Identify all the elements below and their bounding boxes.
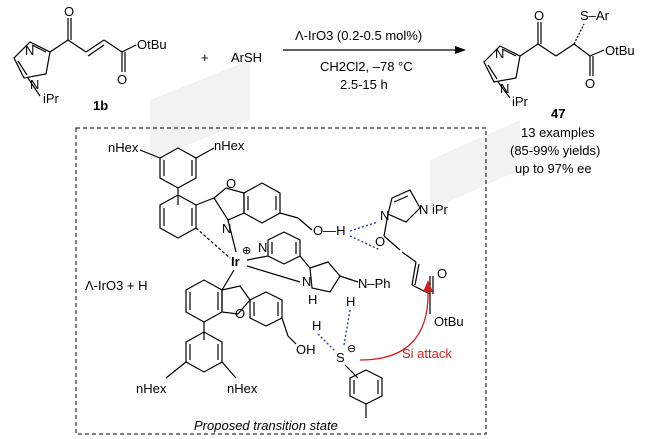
ts-nhph: N–Ph (358, 276, 391, 291)
ts-otbu: OtBu (434, 314, 464, 329)
o-atom: O (64, 4, 74, 19)
reactant-label: 1b (93, 98, 108, 113)
catalyst-label: Λ-IrO3 + H (85, 278, 148, 293)
nhex-label: nHex (136, 381, 167, 396)
ts-box (75, 127, 487, 435)
reactant-n-sub: iPr (43, 91, 60, 106)
product-yields: (85-99% yields) (510, 143, 600, 158)
o-atom: O (235, 306, 245, 321)
nhex-label: nHex (214, 138, 245, 153)
ts-h-atom: H (312, 318, 321, 333)
reactant-1b (13, 18, 137, 97)
s-charge: ⊖ (347, 343, 356, 355)
o-atom: O (226, 176, 236, 191)
product-47 (483, 22, 605, 99)
product-sar: S–Ar (580, 8, 610, 23)
h-bond (317, 333, 337, 353)
ts-h-atom: H (308, 292, 317, 307)
n-atom: N (495, 46, 504, 61)
o-atom: O (437, 266, 447, 281)
si-attack-arrow (359, 289, 429, 361)
nhex-label: nHex (108, 140, 139, 155)
ts-aryl-bottom (165, 269, 297, 379)
reaction-arrow (283, 46, 466, 54)
n-atom: N (25, 43, 34, 58)
ts-ipr: iPr (432, 202, 449, 217)
product-n-sub: iPr (512, 94, 529, 109)
reactant-ester: OtBu (137, 37, 167, 52)
ts-phenyl-ring (159, 194, 231, 259)
ts-pyrazole (246, 261, 359, 293)
n-atom: N (380, 208, 389, 223)
watermark-shape (150, 60, 250, 160)
product-ee: up to 97% ee (515, 161, 592, 176)
n-atom: N (500, 81, 509, 96)
product-label: 47 (551, 106, 565, 121)
oh-top: O—H (313, 223, 346, 238)
n-atom: N (302, 274, 311, 289)
o-atom: O (117, 72, 127, 87)
n-atom: N (30, 77, 39, 92)
o-atom: O (534, 8, 544, 23)
n-atom: N (419, 202, 428, 217)
catalyst-conditions: Λ-IrO3 (0.2-0.5 mol%) (295, 28, 422, 43)
n-atom: N (258, 240, 267, 255)
o-atom: O (375, 234, 385, 249)
ts-tolyl (344, 364, 383, 418)
h-bond (349, 221, 379, 232)
ts-caption: Proposed transition state (194, 418, 338, 433)
si-attack-arrowhead (423, 280, 433, 292)
ts-pyridine (246, 231, 311, 269)
n-atom: N (222, 221, 231, 236)
reaction-time: 2.5-15 h (340, 77, 388, 92)
ts-substrate (383, 189, 434, 314)
ts-benzoxazole-top (213, 182, 313, 253)
o-atom: O (585, 76, 595, 91)
reagent-arsh: ArSH (231, 50, 262, 65)
watermark-shape (430, 120, 520, 210)
nhex-label: nHex (227, 381, 258, 396)
ts-aryl-top (139, 147, 215, 205)
plus-sign: + (201, 50, 209, 65)
h-bond (349, 235, 381, 251)
h-bond (343, 309, 351, 346)
product-ester: OtBu (605, 43, 635, 58)
ts-h-atom: H (346, 294, 355, 309)
iridium-atom: Ir (231, 254, 240, 269)
si-attack-label: Si attack (402, 346, 452, 361)
oh-bottom: OH (296, 342, 316, 357)
sulfur-atom: S (336, 350, 345, 365)
solvent-temp: CH2Cl2, –78 °C (320, 59, 413, 74)
product-examples: 13 examples (521, 125, 595, 140)
ir-charge: ⊕ (242, 245, 251, 257)
